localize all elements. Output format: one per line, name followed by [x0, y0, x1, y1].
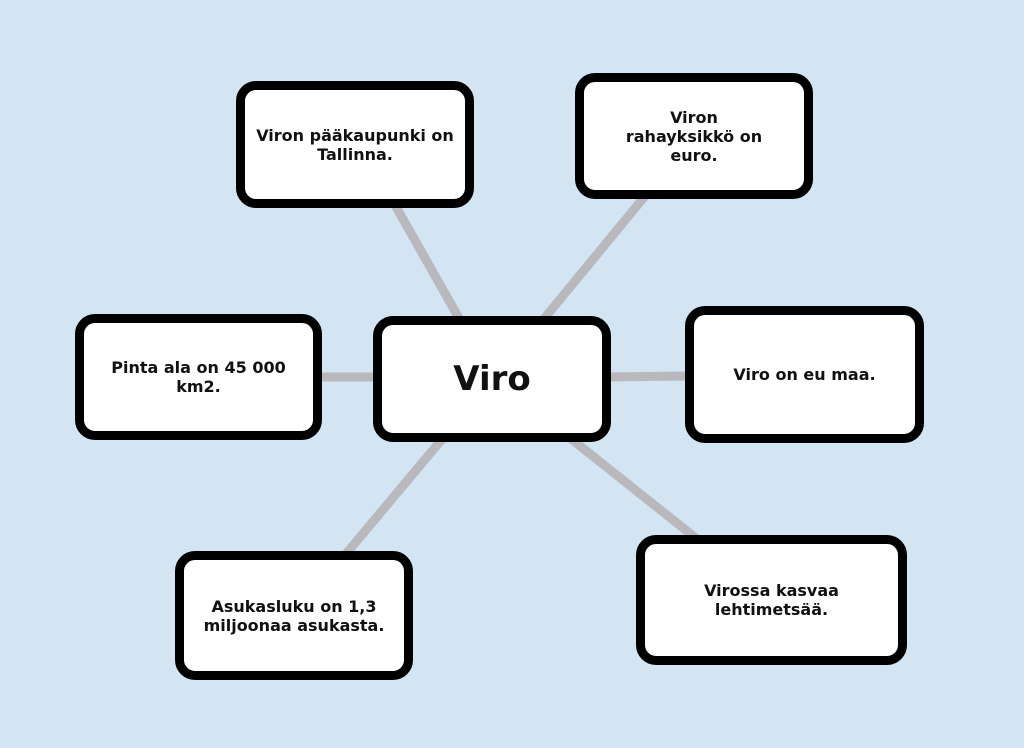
link-currency — [539, 193, 649, 323]
node-center[interactable]: Viro — [373, 316, 611, 442]
node-eu[interactable]: Viro on eu maa. — [685, 306, 924, 443]
link-population — [341, 435, 447, 558]
node-currency[interactable]: Viron rahayksikkö on euro. — [575, 73, 813, 199]
node-text: Pinta ala on 45 000 km2. — [111, 358, 286, 396]
node-text: Viro on eu maa. — [733, 365, 876, 384]
node-forest[interactable]: Virossa kasvaa lehtimetsää. — [636, 535, 907, 665]
link-eu — [605, 371, 691, 382]
node-area[interactable]: Pinta ala on 45 000 km2. — [75, 314, 322, 440]
node-text: Viron rahayksikkö on euro. — [625, 107, 763, 165]
center-text: Viro — [453, 359, 531, 399]
node-text: Asukasluku on 1,3 miljoonaa asukasta. — [203, 596, 385, 635]
node-capital[interactable]: Viron pääkaupunki on Tallinna. — [236, 81, 474, 208]
link-capital — [391, 202, 464, 323]
node-text: Virossa kasvaa lehtimetsää. — [704, 581, 839, 619]
node-text: Viron pääkaupunki on Tallinna. — [256, 125, 454, 164]
node-population[interactable]: Asukasluku on 1,3 miljoonaa asukasta. — [175, 551, 413, 680]
link-forest — [567, 434, 700, 543]
